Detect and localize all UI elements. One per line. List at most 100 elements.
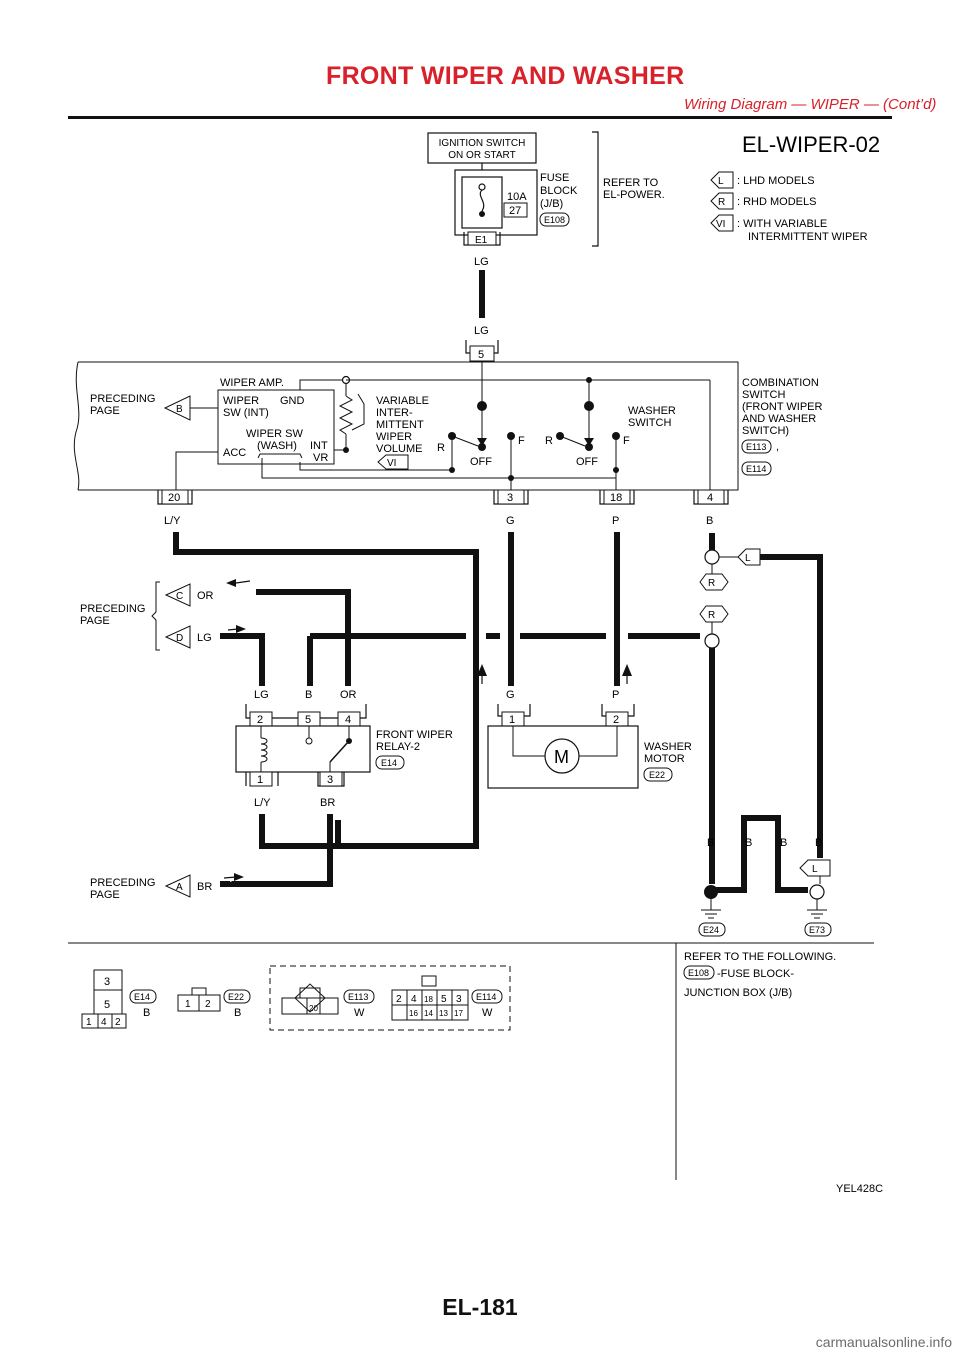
fuse-block-label-1: FUSE	[540, 172, 569, 184]
e14-color: B	[143, 1007, 150, 1019]
vr-volume-4: WIPER	[376, 431, 412, 443]
combo-terminal-18: 18	[610, 492, 622, 504]
refer-power-1: REFER TO	[603, 177, 659, 189]
legend-item-l: L : LHD MODELS	[710, 171, 815, 189]
motor-label-1: WASHER	[644, 741, 692, 753]
badge-l-top: L	[745, 553, 751, 564]
fuse-number: 27	[509, 205, 521, 217]
legend-badge-vi: VI	[716, 219, 725, 230]
e114-color: W	[482, 1007, 493, 1019]
badge-l-bottom: L	[812, 864, 818, 875]
e114-pin-bot-2: 14	[424, 1009, 433, 1018]
e22-pin-2: 2	[205, 999, 211, 1010]
preceding-label-b-2: PAGE	[90, 405, 120, 417]
front-wiper-relay: LG B OR 2 5 4 1 3 L/Y BR FRONT WIPER REL…	[235, 689, 453, 809]
legend-text-l: : LHD MODELS	[737, 175, 815, 187]
page-title: FRONT WIPER AND WASHER	[326, 62, 685, 90]
motor-wire-p: P	[612, 689, 619, 701]
e114-pin-bot-3: 13	[439, 1009, 448, 1018]
fuse-connector: E108	[544, 215, 565, 225]
ground-e73	[807, 899, 827, 919]
vr-volume-1: VARIABLE	[376, 395, 429, 407]
combination-switch: PRECEDING PAGE B WIPER AMP. WIPER SW (IN…	[73, 361, 823, 491]
e22-id: E22	[228, 992, 244, 1002]
ground-e24	[701, 899, 721, 919]
motor-connector: E22	[649, 770, 665, 780]
preceding-label-a-1: PRECEDING	[90, 877, 155, 889]
relay-wire-lg: LG	[254, 689, 269, 701]
washer-switch-2: SWITCH	[628, 417, 671, 429]
e22-color: B	[234, 1007, 241, 1019]
diagram-code: EL-WIPER-02	[742, 132, 880, 157]
badge-r-1: R	[708, 578, 715, 589]
ground-wire-b-4: B	[815, 837, 822, 849]
legend-badge-r: R	[718, 197, 725, 208]
wire-label-or-left: OR	[197, 590, 214, 602]
combo-label-1: COMBINATION	[742, 377, 819, 389]
combo-terminal-20: 20	[168, 492, 180, 504]
header-rule	[68, 116, 892, 119]
e114-pin-top-3: 18	[424, 995, 433, 1004]
motor-label-2: MOTOR	[644, 753, 685, 765]
e14-pin-1: 1	[86, 1017, 92, 1028]
refer-following-conn: E108	[688, 968, 709, 978]
wiper-sw-r: R	[437, 442, 445, 454]
wire-label-b-top: B	[706, 515, 713, 527]
combo-label-4: AND WASHER	[742, 413, 816, 425]
e114-pin-bot-1: 16	[409, 1009, 418, 1018]
preceding-label-cd-1: PRECEDING	[80, 603, 145, 615]
e114-pin-top-4: 5	[441, 994, 447, 1005]
e114-pin-top-1: 2	[396, 994, 402, 1005]
connector-e22: 1 2 E22 B	[177, 987, 251, 1019]
fuse-terminal: E1	[475, 235, 488, 246]
vr-volume-5: VOLUME	[376, 443, 422, 455]
legend-text-vi-2: INTERMITTENT WIPER	[748, 231, 868, 243]
figure-id: YEL428C	[836, 1183, 883, 1195]
vr-volume-3: MITTENT	[376, 419, 424, 431]
combo-label-2: SWITCH	[742, 389, 785, 401]
vi-badge: VI	[387, 458, 396, 469]
legend-badge-l: L	[718, 176, 724, 187]
e114-pin-bot-4: 17	[454, 1009, 463, 1018]
e14-pin-5: 5	[104, 999, 110, 1011]
fuse-block: 10A 27 FUSE BLOCK (J/B) E108 E1	[454, 169, 578, 246]
relay-label-2: RELAY-2	[376, 741, 420, 753]
wire-label-ly-top: L/Y	[164, 515, 181, 527]
e113-color: W	[354, 1007, 365, 1019]
refer-following-2: -FUSE BLOCK-	[717, 968, 794, 980]
wire-label-br-left: BR	[197, 881, 212, 893]
wiper-amp-label: WIPER AMP.	[220, 377, 284, 389]
ignition-label-2: ON OR START	[448, 150, 515, 161]
connector-e14: 3 5 1 4 2 E14 B	[81, 969, 157, 1029]
relay-terminal-3: 3	[327, 774, 333, 786]
relay-label-1: FRONT WIPER	[376, 729, 453, 741]
relay-terminal-5: 5	[305, 714, 311, 726]
preceding-badge-c: C	[176, 591, 183, 602]
combo-terminal-3: 3	[507, 492, 513, 504]
e114-id: E114	[476, 992, 496, 1002]
wiper-sw-f: F	[518, 435, 525, 447]
relay-terminal-1: 1	[257, 774, 263, 786]
acc-label: ACC	[223, 447, 246, 459]
e22-pin-1: 1	[185, 999, 191, 1010]
wire-label-g-top: G	[506, 515, 515, 527]
page-subtitle: Wiring Diagram — WIPER — (Cont’d)	[684, 96, 937, 113]
washer-sw-off: OFF	[576, 456, 598, 468]
legend-item-vi: VI : WITH VARIABLE INTERMITTENT WIPER	[710, 214, 868, 243]
combo-terminals-bottom: 20 3 18 4	[157, 489, 729, 505]
e114-pin-top-2: 4	[411, 994, 417, 1005]
wiper-sw-int-2: SW (INT)	[223, 407, 269, 419]
e14-id: E14	[134, 992, 150, 1002]
connector-e114: 2 4 18 5 3 16 14 13 17 E114 W	[391, 975, 503, 1021]
ground-wire-b-3: B	[780, 837, 787, 849]
motor-wire-g: G	[506, 689, 515, 701]
ignition-label-1: IGNITION SWITCH	[439, 138, 526, 149]
relay-wire-or: OR	[340, 689, 357, 701]
wiper-sw-wash-1: WIPER SW	[246, 428, 303, 440]
int-label: INT	[310, 440, 328, 452]
fuse-rating: 10A	[507, 191, 527, 203]
relay-connector: E14	[381, 758, 397, 768]
combo-terminal-4: 4	[707, 492, 713, 504]
combo-label-3: (FRONT WIPER	[742, 401, 823, 413]
